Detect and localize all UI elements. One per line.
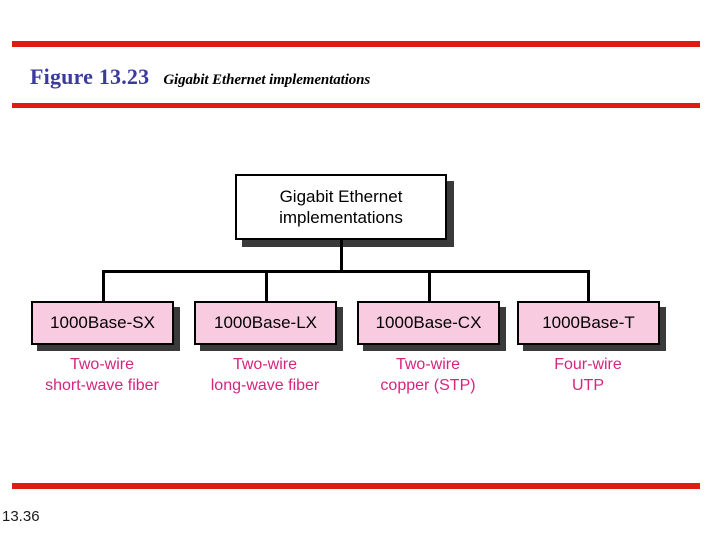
connector-drop-1000base-cx [428, 270, 431, 303]
tree-leaf-node-1000base-sx: 1000Base-SX [31, 301, 174, 345]
caption-line2: long-wave fiber [210, 377, 320, 395]
caption-line1: Four-wire [554, 356, 622, 373]
connector-horizontal-bus [102, 270, 589, 273]
caption-line1: Two-wire [69, 356, 134, 373]
top-divider-rule [12, 41, 700, 47]
caption-line2: UTP [572, 377, 604, 395]
tree-root-label-line1: Gigabit Ethernet [279, 186, 403, 206]
tree-leaf-node-1000base-t: 1000Base-T [517, 301, 660, 345]
connector-drop-1000base-t [587, 270, 590, 303]
tree-leaf-caption-1000base-sx: Two-wire short-wave fiber [12, 354, 192, 396]
connector-drop-1000base-lx [265, 270, 268, 303]
caption-line2: short-wave fiber [45, 377, 159, 395]
bottom-divider-rule [12, 483, 700, 489]
tree-leaf-label: 1000Base-SX [50, 313, 155, 332]
tree-leaf-caption-1000base-lx: Two-wire long-wave fiber [175, 354, 355, 396]
tree-leaf-label: 1000Base-T [542, 313, 635, 332]
tree-leaf-label: 1000Base-LX [213, 313, 318, 332]
connector-root-stem [340, 240, 343, 273]
caption-line1: Two-wire [232, 356, 297, 373]
figure-number-label: Figure 13.23 [30, 64, 150, 89]
tree-leaf-node-1000base-cx: 1000Base-CX [357, 301, 500, 345]
caption-line2: copper (STP) [380, 377, 476, 395]
tree-root-node: Gigabit Ethernet implementations [235, 174, 447, 240]
page-number: 13.36 [2, 508, 40, 525]
figure-caption-text: Gigabit Ethernet implementations [163, 72, 371, 88]
figure-title-row: Figure 13.23 Gigabit Ethernet implementa… [30, 64, 370, 90]
tree-leaf-caption-1000base-t: Four-wire UTP [498, 354, 678, 396]
tree-leaf-node-1000base-lx: 1000Base-LX [194, 301, 337, 345]
middle-divider-rule [12, 103, 700, 108]
tree-leaf-label: 1000Base-CX [375, 313, 482, 332]
caption-line1: Two-wire [395, 356, 460, 373]
tree-root-label-line2: implementations [279, 208, 403, 227]
connector-drop-1000base-sx [102, 270, 105, 303]
tree-leaf-caption-1000base-cx: Two-wire copper (STP) [338, 354, 518, 396]
